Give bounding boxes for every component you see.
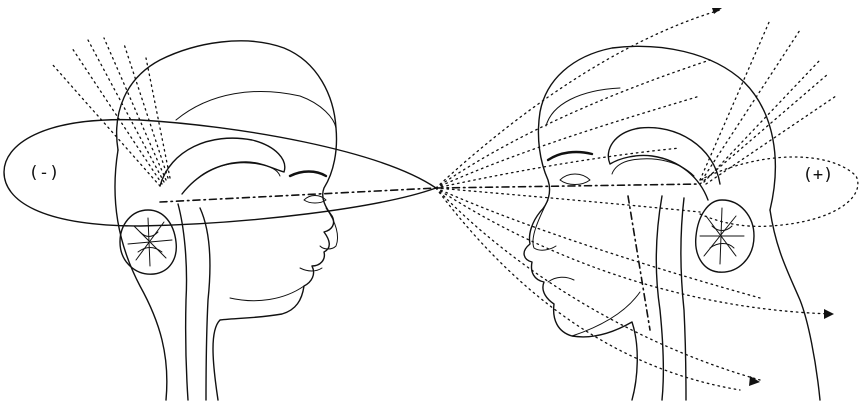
left-hairline [176, 91, 336, 128]
left-head-outline [117, 41, 337, 400]
left-upper-rays [52, 38, 170, 186]
left-cerebellum [120, 210, 176, 274]
left-field: (-) [4, 38, 436, 226]
left-ventricle [198, 163, 280, 178]
right-mouth [548, 277, 574, 282]
left-brainstem [178, 204, 188, 400]
right-vertical-dash [628, 196, 650, 330]
left-sign-label: (-) [29, 163, 60, 183]
right-field: (+) [436, 8, 858, 390]
arrow-head-3 [749, 376, 760, 386]
left-head [115, 41, 338, 400]
right-head [524, 46, 820, 400]
right-jaw [572, 292, 640, 336]
left-field-ellipse [4, 120, 436, 226]
left-head-back [115, 150, 167, 400]
right-eye [560, 174, 590, 185]
right-brainstem [656, 196, 663, 400]
left-jaw [230, 286, 304, 301]
right-gaze-line [436, 184, 700, 188]
left-brainstem-inner [200, 208, 210, 400]
right-field-ellipse [700, 157, 858, 226]
right-head-outline [524, 46, 775, 400]
right-head-back [770, 210, 820, 400]
right-ventricle [612, 159, 694, 176]
right-brainstem-inner [681, 198, 686, 400]
right-cerebellum [696, 200, 754, 272]
right-sign-label: (+) [803, 165, 834, 185]
left-mouth [300, 268, 322, 271]
arrow-head-1 [712, 8, 722, 14]
arrow-head-2 [824, 309, 834, 319]
right-corpus-callosum [608, 128, 720, 200]
left-eyebrow [290, 172, 326, 177]
right-nose [533, 200, 556, 250]
right-eyebrow [548, 152, 592, 160]
